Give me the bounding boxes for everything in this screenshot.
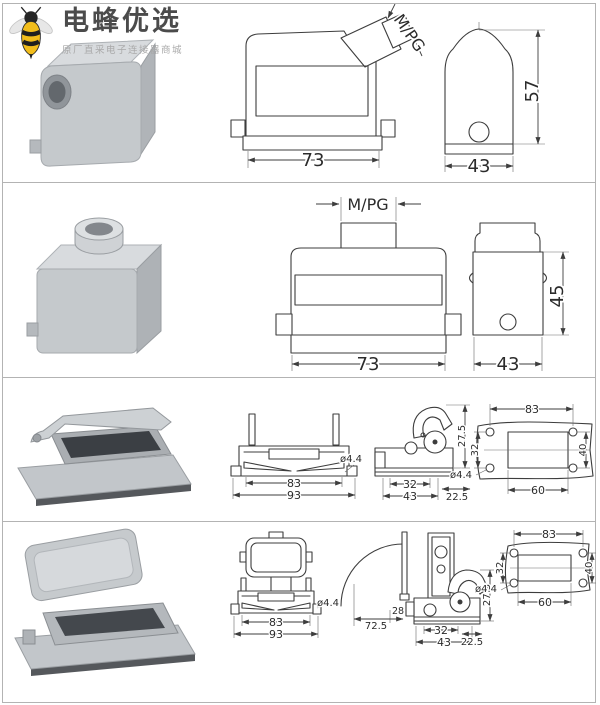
dim-flange-pitch: 83 (525, 403, 539, 416)
dim-cutout-width: 60 (538, 596, 552, 609)
dim-flange-pitch: 83 (542, 528, 556, 541)
drawing-base-with-cover: 83 93 ø4.4 72.5 28 (230, 527, 597, 650)
row-base-with-cover: 83 93 ø4.4 72.5 28 (2, 522, 596, 703)
dim-entry-thread: M/PG (347, 195, 388, 214)
dim-lever-b: 43 (437, 636, 451, 649)
flange-top-view: 83 60 32 40 ø4.4 (474, 527, 597, 611)
cover-swing-arc: 72.5 28 (340, 543, 405, 633)
dim-flange-left: 32 (470, 444, 481, 457)
dim-hood-width: 73 (302, 150, 325, 171)
dim-hood-width: 73 (357, 354, 380, 375)
hood-front-view: M/PG 73 (275, 193, 462, 376)
dim-mount-pitch: 83 (287, 477, 301, 490)
base-front-view-cover: 83 93 ø4.4 (230, 531, 340, 642)
dim-hood-height: 57 (522, 80, 543, 103)
dim-flange-hole: ø4.4 (475, 584, 497, 595)
dim-hood-depth: 43 (468, 156, 491, 177)
photo-base-with-lever (17, 407, 192, 506)
photo-hood-side-entry (29, 39, 156, 167)
dim-mount-pitch: 83 (269, 616, 283, 629)
brand-logo: 电蜂优选 原厂直采电子连接器商城 (8, 3, 183, 61)
dim-flange-right: 40 (584, 562, 595, 575)
dim-lever-a: 32 (403, 478, 417, 491)
dim-hood-height: 45 (547, 285, 568, 308)
drawing-hood-top-entry: M/PG 73 45 (275, 193, 570, 376)
bee-logo-icon (9, 6, 53, 60)
brand-tagline: 原厂直采电子连接器商城 (62, 44, 184, 56)
base-side-view-lever: 32 43 22.5 27.5 (399, 531, 494, 650)
photo-hood-top-entry (26, 217, 163, 355)
dim-cutout-width: 60 (531, 484, 545, 497)
dim-overall-length: 93 (287, 489, 301, 502)
dim-cover-offset: 28 (392, 606, 404, 617)
dim-lever-b: 43 (403, 490, 417, 503)
drawing-hood-side-entry: M/PG 73 57 43 (230, 4, 545, 179)
dim-flange-hole: ø4.4 (450, 470, 472, 481)
dim-overall-length: 93 (269, 628, 283, 641)
drawing-base-front-view: 83 93 ø4.4 32 (230, 402, 594, 504)
dim-cover-swing: 72.5 (365, 621, 387, 632)
row-hood-top-entry: M/PG 73 45 (2, 183, 596, 378)
hood-front-view: 57 43 (444, 22, 545, 179)
dim-flange-left: 32 (495, 562, 506, 575)
dim-flange-right: 40 (578, 444, 589, 457)
photo-base-with-cover (14, 528, 196, 676)
flange-top-view: 83 60 32 40 ø4.4 (449, 402, 594, 498)
dim-lever-c: 22.5 (461, 637, 483, 648)
row-base-with-lever: 83 93 ø4.4 32 (2, 378, 596, 522)
dim-hood-depth: 43 (497, 354, 520, 375)
dim-hole-diameter: ø4.4 (317, 598, 339, 609)
base-side-view-lever: 32 43 22.5 27.5 (374, 404, 471, 504)
hood-side-view: M/PG 73 (230, 4, 431, 173)
dim-lever-height: 27.5 (457, 425, 468, 447)
dim-hole-diameter: ø4.4 (340, 454, 362, 465)
dim-lever-c: 22.5 (446, 492, 468, 503)
dim-lever-a: 32 (434, 624, 448, 637)
row-hood-side-entry: M/PG 73 57 43 (2, 3, 596, 183)
base-front-view: 83 93 ø4.4 (230, 413, 363, 503)
dim-lever-height: 27.5 (482, 584, 493, 606)
hood-side-view: 45 43 (468, 222, 570, 376)
brand-name: 电蜂优选 (62, 6, 182, 37)
